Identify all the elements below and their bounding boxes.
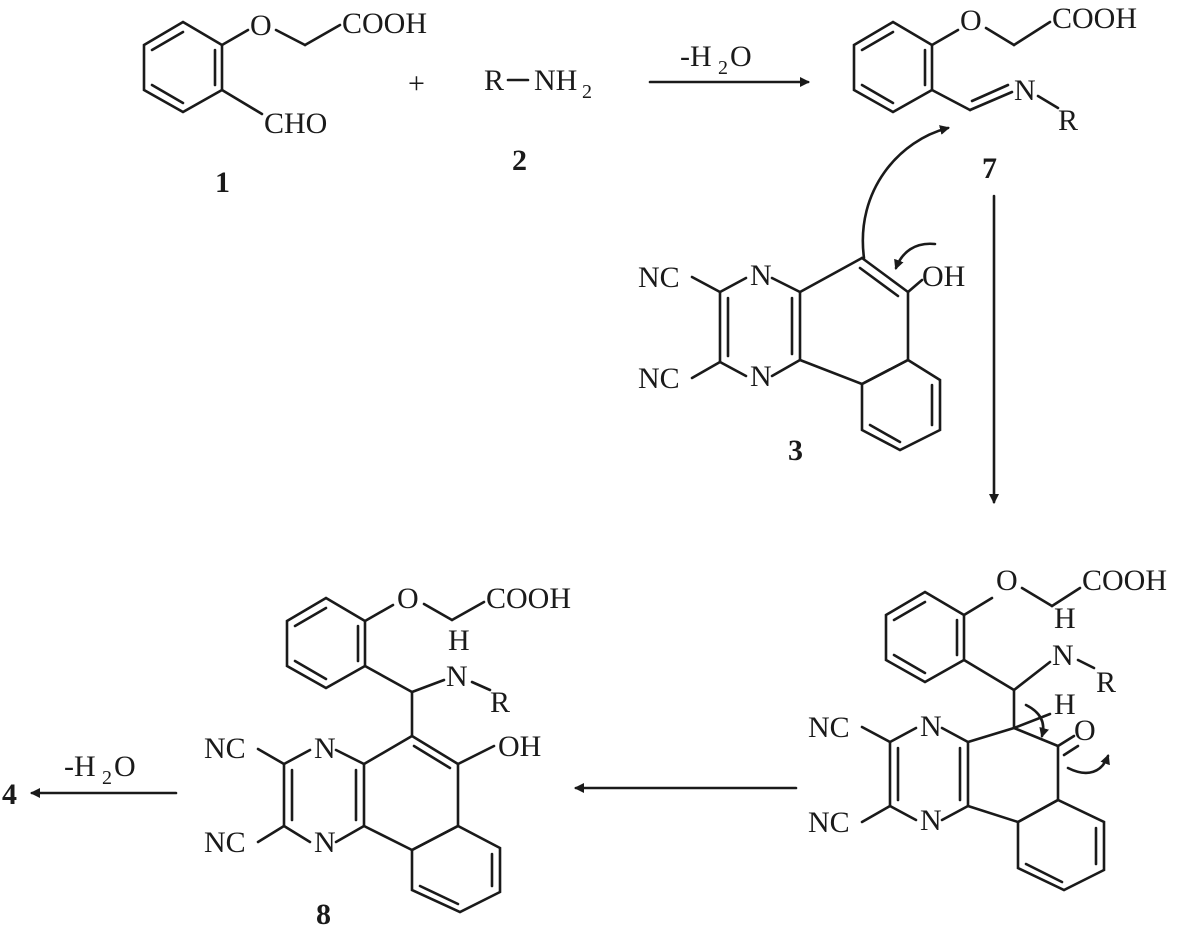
amine-hydrogen: H xyxy=(1054,602,1076,635)
ether-oxygen: O xyxy=(397,582,419,615)
compound-number-3: 3 xyxy=(788,434,803,467)
amine-subscript: 2 xyxy=(582,81,592,103)
carboxyl-group: COOH xyxy=(486,582,571,615)
carboxyl-group: COOH xyxy=(342,7,427,40)
pyrazine-ring xyxy=(282,748,366,844)
benzo-ring xyxy=(860,358,942,452)
pyrazine-ring xyxy=(888,726,970,822)
condition-minus-h: -H xyxy=(64,750,96,783)
amine-nitrogen: N xyxy=(446,660,468,693)
amine-nh: NH xyxy=(534,64,577,97)
carboxyl-group: COOH xyxy=(1082,564,1167,597)
arrow-condensation: -H 2 O xyxy=(648,40,810,87)
benzene-ring xyxy=(142,20,224,114)
hydroxyl-group: OH xyxy=(498,730,541,763)
condition-subscript: 2 xyxy=(718,57,728,79)
plus-sign: + xyxy=(408,67,425,100)
r-group: R xyxy=(490,686,510,719)
hydroxyl-group: OH xyxy=(922,260,965,293)
nitrile-bottom: NC xyxy=(204,826,246,859)
curved-arrow-ch xyxy=(1024,703,1050,738)
nitrile-bottom: NC xyxy=(638,362,680,395)
compound-number-4: 4 xyxy=(2,778,17,811)
compound-number-2: 2 xyxy=(512,144,527,177)
condition-oxygen: O xyxy=(730,40,752,73)
benzo-ring xyxy=(410,824,502,914)
intermediate-keto-adduct: O COOH H N R H NC NC N N xyxy=(808,564,1167,892)
condition-minus-h: -H xyxy=(680,40,712,73)
amine-nitrogen: N xyxy=(1052,639,1074,672)
compound-number-8: 8 xyxy=(316,898,331,929)
ether-oxygen: O xyxy=(960,4,982,37)
r-group: R xyxy=(484,64,504,97)
nitrile-bottom: NC xyxy=(808,806,850,839)
nitrile-top: NC xyxy=(808,711,850,744)
pyrazine-nitrogen-bottom: N xyxy=(750,360,772,393)
compound-number-7: 7 xyxy=(982,152,997,185)
pyrazine-nitrogen-bottom: N xyxy=(920,804,942,837)
pyrazine-nitrogen-bottom: N xyxy=(314,826,336,859)
keto-oxygen: O xyxy=(1074,714,1096,747)
ring-hydrogen: H xyxy=(1054,688,1076,721)
compound-number-1: 1 xyxy=(215,166,230,199)
nitrile-top: NC xyxy=(638,261,680,294)
compound-1: O COOH CHO 1 xyxy=(142,7,427,199)
compound-7: O COOH N R 7 xyxy=(852,2,1137,185)
carboxyl-group: COOH xyxy=(1052,2,1137,35)
curved-arrow-co xyxy=(1066,754,1110,775)
pyrazine-nitrogen-top: N xyxy=(750,259,772,292)
benzene-ring xyxy=(852,20,934,114)
imine-nitrogen: N xyxy=(1014,74,1036,107)
compound-2: R NH 2 2 xyxy=(484,64,592,177)
arrow-dehydration: -H 2 O xyxy=(30,750,178,798)
pyrazine-ring xyxy=(718,276,802,378)
curved-arrow-oh xyxy=(894,242,937,270)
ether-oxygen: O xyxy=(996,564,1018,597)
r-group: R xyxy=(1058,104,1078,137)
compound-3: NC NC N N OH 3 xyxy=(638,125,965,467)
middle-ring xyxy=(798,256,910,386)
ether-oxygen: O xyxy=(250,9,272,42)
pyrazine-nitrogen-top: N xyxy=(920,710,942,743)
benzo-ring xyxy=(1016,798,1106,892)
pyrazine-nitrogen-top: N xyxy=(314,732,336,765)
r-group: R xyxy=(1096,666,1116,699)
condition-oxygen: O xyxy=(114,750,136,783)
benzene-ring xyxy=(884,590,966,684)
aldehyde-group: CHO xyxy=(264,107,327,140)
amine-hydrogen: H xyxy=(448,624,470,657)
curved-arrow-attack xyxy=(861,125,950,260)
nitrile-top: NC xyxy=(204,732,246,765)
benzene-ring xyxy=(285,596,367,690)
compound-8: O COOH H N R NC NC N N xyxy=(204,582,571,929)
condition-subscript: 2 xyxy=(102,767,112,789)
